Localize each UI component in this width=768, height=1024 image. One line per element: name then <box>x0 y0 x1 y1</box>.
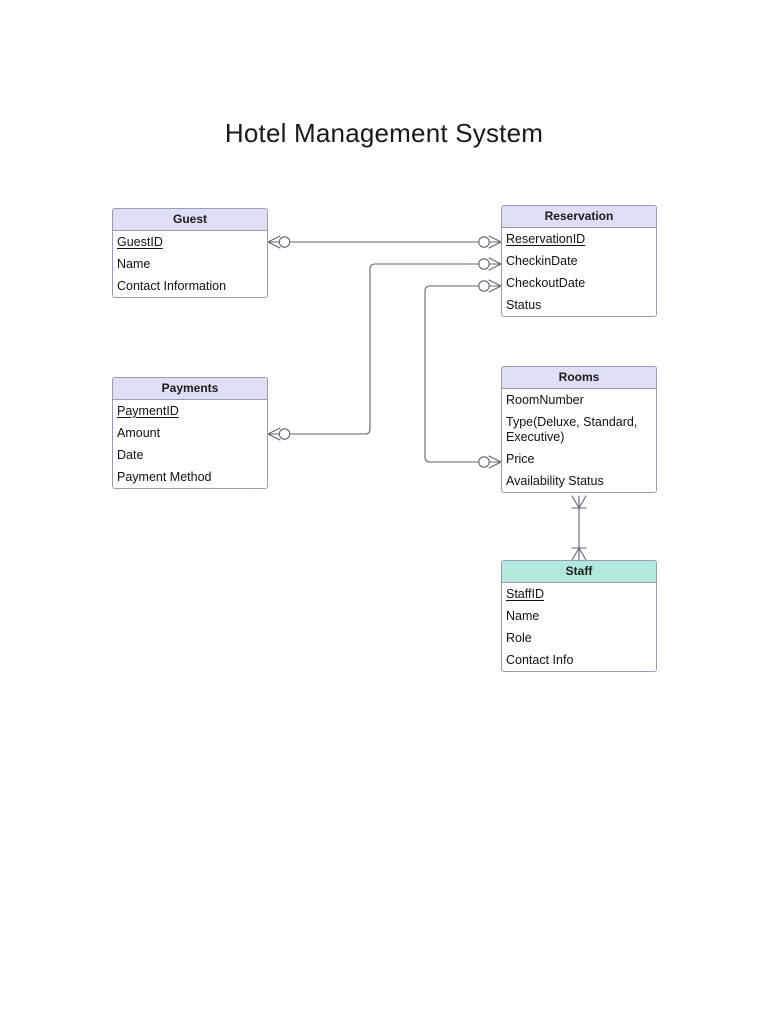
entity-rooms-fields: RoomNumber Type(Deluxe, Standard, Execut… <box>502 389 656 492</box>
entity-reservation-header: Reservation <box>502 206 656 228</box>
field-checkindate: CheckinDate <box>506 254 578 268</box>
field-checkoutdate: CheckoutDate <box>506 276 586 290</box>
field-staffid: StaffID <box>506 587 544 601</box>
entity-rooms-header: Rooms <box>502 367 656 389</box>
entity-payments-fields: PaymentID Amount Date Payment Method <box>113 400 267 488</box>
entity-payments[interactable]: Payments PaymentID Amount Date Payment M… <box>112 377 268 489</box>
entity-payments-header: Payments <box>113 378 267 400</box>
field-paymentid: PaymentID <box>117 404 179 418</box>
field-guest-name: Name <box>117 257 151 271</box>
field-guestid: GuestID <box>117 235 163 249</box>
connector-rooms-staff <box>571 495 587 561</box>
connector-payments-reservation <box>267 257 502 441</box>
field-reservation-status: Status <box>506 298 542 312</box>
entity-rooms[interactable]: Rooms RoomNumber Type(Deluxe, Standard, … <box>501 366 657 493</box>
connector-guest-reservation <box>267 235 502 249</box>
entity-staff-header: Staff <box>502 561 656 583</box>
field-payment-method: Payment Method <box>117 470 212 484</box>
field-reservationid: ReservationID <box>506 232 586 246</box>
entity-guest[interactable]: Guest GuestID Name Contact Information <box>112 208 268 298</box>
field-staff-contact-info: Contact Info <box>506 653 574 667</box>
field-guest-contact-information: Contact Information <box>117 279 227 293</box>
entity-reservation-fields: ReservationID CheckinDate CheckoutDate S… <box>502 228 656 316</box>
field-roomnumber: RoomNumber <box>506 393 584 407</box>
page-title: Hotel Management System <box>224 118 544 148</box>
entity-guest-fields: GuestID Name Contact Information <box>113 231 267 297</box>
connector-rooms-reservation <box>424 279 502 469</box>
entity-guest-header: Guest <box>113 209 267 231</box>
entity-staff[interactable]: Staff StaffID Name Role Contact Info <box>501 560 657 672</box>
field-amount: Amount <box>117 426 161 440</box>
entity-reservation[interactable]: Reservation ReservationID CheckinDate Ch… <box>501 205 657 317</box>
field-payment-date: Date <box>117 448 144 462</box>
entity-staff-fields: StaffID Name Role Contact Info <box>502 583 656 671</box>
field-staff-role: Role <box>506 631 532 645</box>
field-room-type: Type(Deluxe, Standard, Executive) <box>506 415 638 444</box>
field-availability-status: Availability Status <box>506 474 604 488</box>
field-price: Price <box>506 452 535 466</box>
field-staff-name: Name <box>506 609 540 623</box>
